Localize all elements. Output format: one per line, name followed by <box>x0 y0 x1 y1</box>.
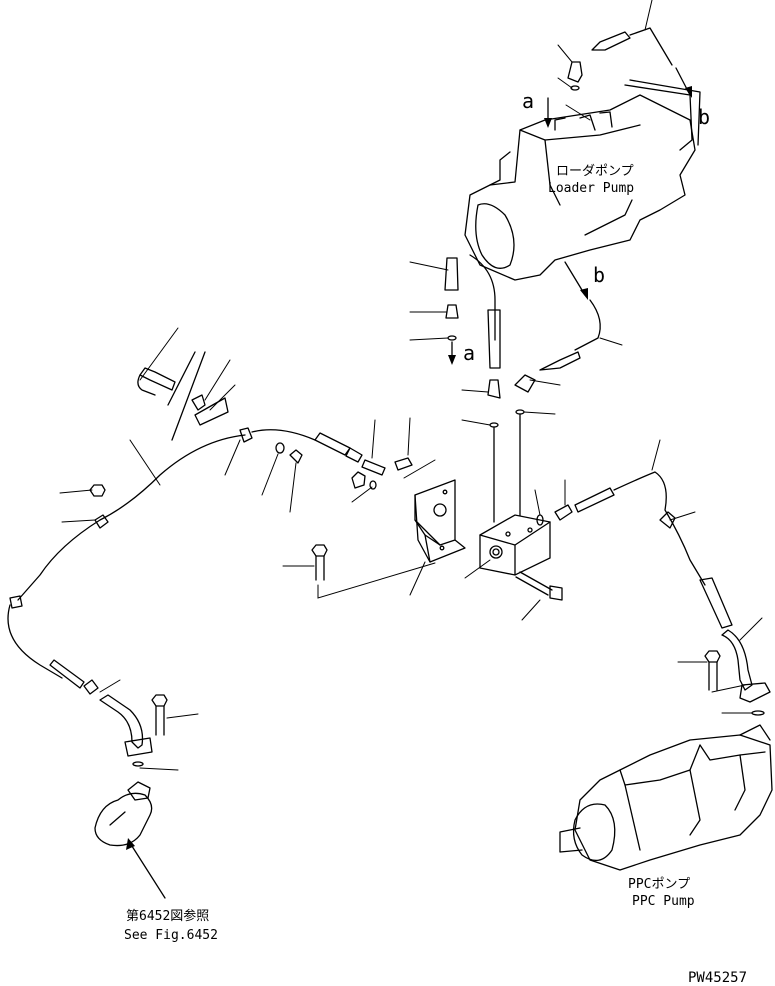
bracket-bolt <box>282 544 436 599</box>
upper-left-bolt <box>59 484 106 523</box>
left-long-hose <box>7 429 316 771</box>
ppc-pump-label-en: PPC Pump <box>632 894 695 909</box>
valve-block <box>464 514 551 579</box>
mounting-bracket <box>409 479 466 596</box>
loader-pump-top-fittings <box>557 0 673 121</box>
marker-b-top: b <box>698 105 710 129</box>
ppc-pump <box>559 724 773 871</box>
marker-a-left: a <box>463 341 475 365</box>
center-fittings <box>461 374 561 523</box>
loader-pump-label-en: Loader Pump <box>548 181 634 196</box>
see-fig-label-jp: 第6452図参照 <box>126 908 209 924</box>
marker-b-lower: b <box>593 263 605 287</box>
see-fig-label-en: See Fig.6452 <box>124 928 218 943</box>
upper-left-clamp <box>129 327 303 513</box>
loader-pump-left-fittings <box>409 254 501 369</box>
loader-pump <box>464 79 701 281</box>
ppc-bolt <box>677 650 765 716</box>
ppc-pump-label-jp: PPCポンプ <box>628 877 690 892</box>
marker-a-top: a <box>522 89 534 113</box>
loader-pump-label-jp: ローダポンプ <box>556 164 634 179</box>
ref-fitting <box>94 781 166 899</box>
right-hose-fittings <box>534 439 771 703</box>
left-valve-fittings <box>314 417 436 503</box>
long-bolt <box>515 571 563 621</box>
drawing-number: PW45257 <box>688 970 747 986</box>
